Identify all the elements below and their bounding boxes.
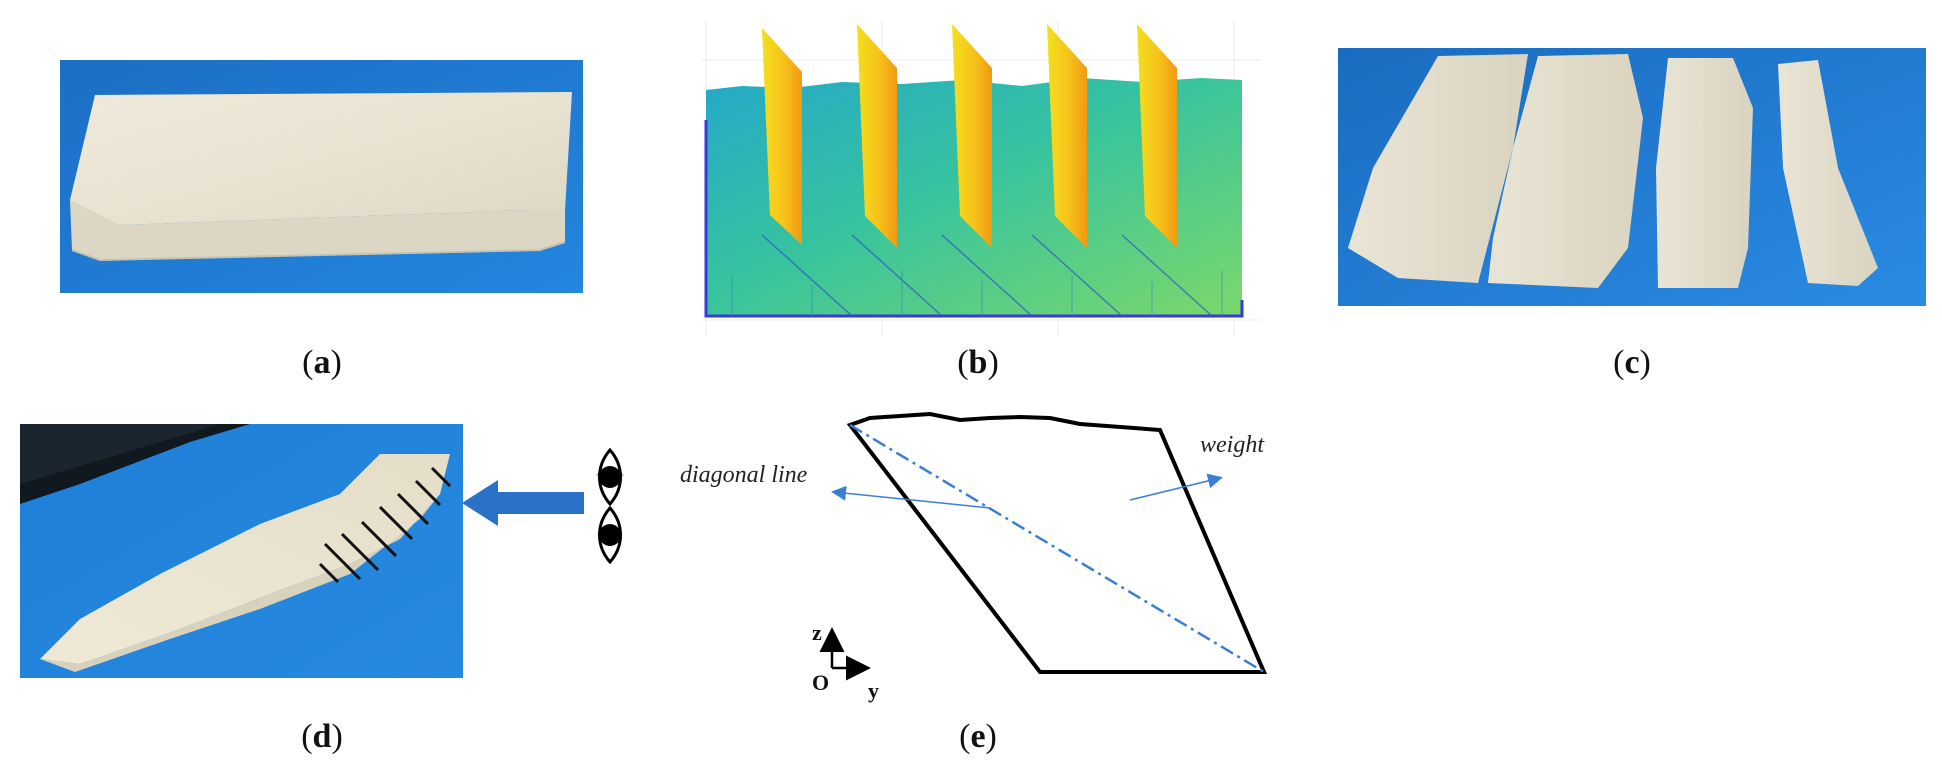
panel-b-label: b — [968, 344, 988, 381]
panel-e-diagram: diagonal line weight z O y — [660, 400, 1300, 710]
axis-o-label: O — [812, 670, 829, 695]
panel-c-label: c — [1624, 344, 1640, 381]
axis-z-label: z — [812, 620, 822, 645]
panel-b-scan — [702, 20, 1262, 335]
panel-a-label: a — [313, 344, 331, 381]
axis-y-label: y — [868, 678, 879, 703]
panel-d-label: d — [312, 718, 332, 755]
diagonal-line — [849, 423, 1265, 674]
panel-a-caption: (a) — [302, 344, 342, 381]
panel-d-caption: (d) — [301, 718, 343, 755]
slab-outline — [846, 411, 1268, 674]
panel-e-label: e — [970, 718, 986, 755]
eye-icon — [592, 448, 628, 506]
eye-icon — [592, 506, 628, 564]
view-arrow — [462, 480, 584, 526]
scan-blades — [762, 24, 1177, 248]
panel-c-caption: (c) — [1613, 344, 1651, 381]
panel-b-caption: (b) — [957, 344, 999, 381]
diagonal-line-label: diagonal line — [680, 462, 808, 488]
panel-e-caption: (e) — [959, 718, 997, 755]
panel-d-photo — [20, 424, 463, 678]
panel-c-photo — [1338, 48, 1926, 306]
panel-a-photo — [60, 60, 583, 293]
weight-label: weight — [1200, 432, 1265, 458]
hatch-lines — [318, 466, 452, 584]
